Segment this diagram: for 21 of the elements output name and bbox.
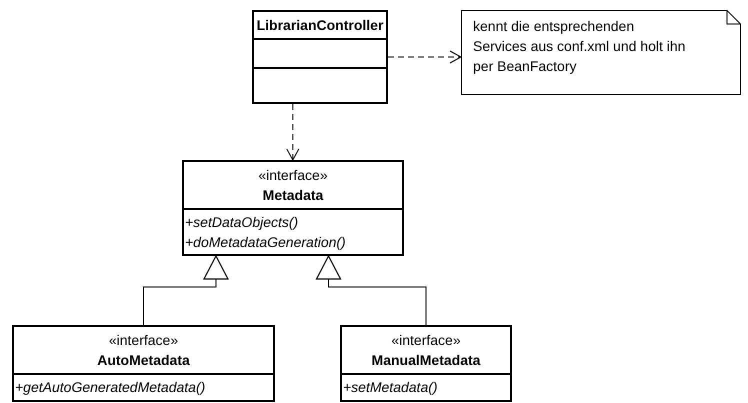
generalization-arrow bbox=[143, 255, 229, 326]
class-name: AutoMetadata bbox=[97, 351, 190, 370]
method-text: +setMetadata() bbox=[343, 378, 438, 397]
generalization-arrow bbox=[316, 255, 426, 326]
method-text: +getAutoGeneratedMetadata() bbox=[15, 378, 206, 397]
class-box bbox=[182, 160, 404, 256]
class-box bbox=[340, 325, 512, 402]
method-text: +doMetadataGeneration() bbox=[185, 233, 346, 252]
dependency-arrow bbox=[286, 104, 300, 160]
class-name: Metadata bbox=[262, 186, 324, 205]
note-text: kennt die entsprechenden Services aus conf.xml und holt ihn per BeanFactory bbox=[473, 17, 686, 76]
stereotype-label: «interface» bbox=[258, 166, 328, 185]
class-box bbox=[12, 325, 275, 402]
class-name: LibrarianController bbox=[256, 16, 384, 35]
method-text: +setDataObjects() bbox=[185, 213, 298, 232]
stereotype-label: «interface» bbox=[108, 331, 178, 350]
stereotype-label: «interface» bbox=[391, 331, 461, 350]
dependency-arrow bbox=[388, 50, 462, 64]
class-name: ManualMetadata bbox=[372, 351, 480, 370]
class-box bbox=[252, 10, 388, 104]
note-box bbox=[461, 10, 741, 95]
